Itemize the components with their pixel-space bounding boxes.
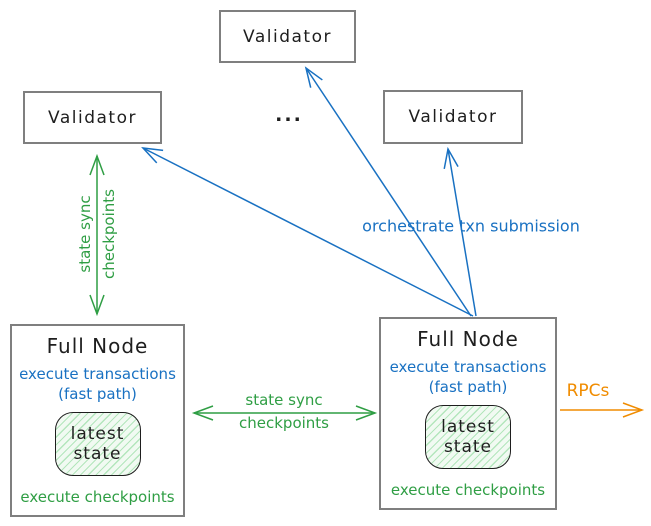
- full-node-right-fast-path: (fast path): [428, 378, 508, 396]
- latest-state-line1: latest: [70, 424, 125, 444]
- state-sync-vertical-label: state sync checkpoints: [73, 149, 121, 319]
- latest-state-line2: state: [73, 444, 122, 464]
- full-node-left-title: Full Node: [46, 334, 149, 358]
- validator-top-label: Validator: [243, 26, 332, 47]
- orchestrate-txn-submission-label: orchestrate txn submission: [362, 216, 580, 236]
- validators-ellipsis: ...: [275, 104, 303, 126]
- state-sync-vertical-label-line2: checkpoints: [100, 189, 118, 279]
- full-node-left-latest-state-box: latest state: [54, 412, 141, 476]
- full-node-left-execute-checkpoints: execute checkpoints: [20, 488, 175, 506]
- full-node-left-box: Full Node execute transactions (fast pat…: [10, 324, 185, 517]
- validator-box-top: Validator: [219, 10, 356, 63]
- validator-left-label: Validator: [48, 107, 137, 128]
- latest-state-line2: state: [443, 437, 493, 457]
- validator-box-right: Validator: [383, 90, 523, 144]
- full-node-right-execute-transactions: execute transactions: [389, 358, 547, 376]
- full-node-right-title: Full Node: [417, 327, 519, 351]
- state-sync-vertical-label-line1: state sync: [76, 195, 94, 273]
- rpcs-label: RPCs: [566, 381, 610, 401]
- state-sync-horizontal-label-line1: state sync: [245, 391, 323, 409]
- validator-box-left: Validator: [23, 91, 162, 144]
- full-node-right-execute-checkpoints: execute checkpoints: [390, 481, 546, 499]
- full-node-right-box: Full Node execute transactions (fast pat…: [379, 317, 557, 510]
- latest-state-line1: latest: [441, 417, 495, 437]
- validator-right-label: Validator: [408, 107, 498, 127]
- state-sync-horizontal-label-line2: checkpoints: [239, 414, 329, 432]
- full-node-left-fast-path: (fast path): [58, 385, 137, 403]
- state-sync-horizontal-label: state sync checkpoints: [194, 389, 374, 435]
- full-node-right-latest-state-box: latest state: [425, 405, 511, 469]
- full-node-left-execute-transactions: execute transactions: [19, 365, 176, 383]
